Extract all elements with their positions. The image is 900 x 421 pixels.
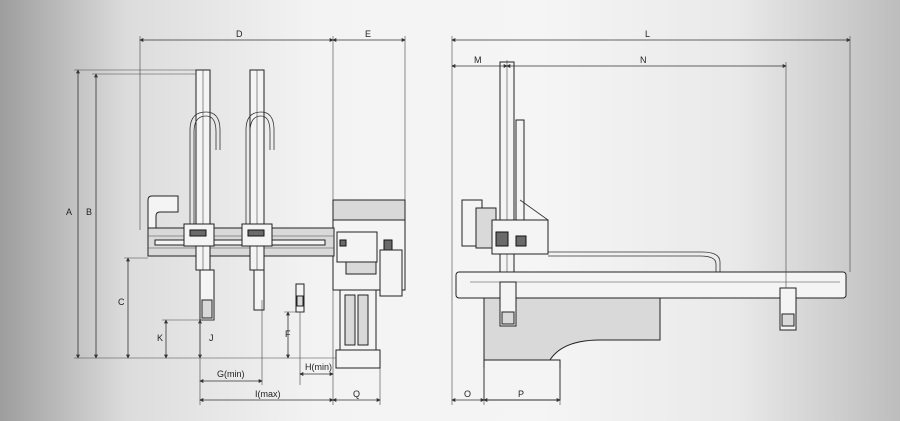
side-pedestal [483, 359, 561, 401]
dim-label-G: G(min) [217, 369, 245, 379]
dim-label-D: D [236, 29, 243, 39]
sub-gripper [253, 269, 265, 311]
dim-label-C: C [118, 297, 125, 307]
cable-loop [147, 195, 179, 229]
dim-label-Q: Q [353, 389, 360, 399]
dim-label-K: K [157, 333, 163, 343]
dim-label-M: M [474, 55, 482, 65]
front-view: D E A B C K J F G(min) [66, 29, 406, 405]
dim-label-O: O [464, 389, 471, 399]
dim-label-F: F [285, 329, 291, 339]
pillar-base [335, 349, 381, 369]
dim-label-A: A [66, 207, 72, 217]
dim-label-N: N [640, 55, 647, 65]
dim-label-H: H(min) [305, 362, 332, 372]
dim-label-B: B [86, 207, 92, 217]
dim-label-L: L [645, 29, 650, 39]
side-view: L M N O P [451, 29, 851, 405]
dim-label-I: I(max) [255, 389, 281, 399]
dim-label-J: J [209, 333, 214, 343]
dim-label-P: P [518, 389, 524, 399]
dim-label-E: E [365, 29, 371, 39]
